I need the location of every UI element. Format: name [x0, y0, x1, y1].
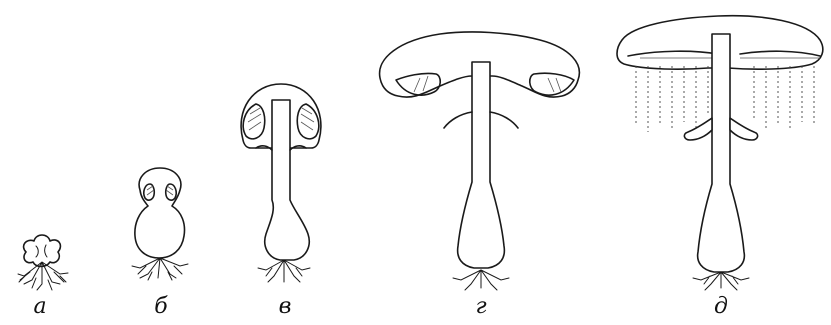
stage-d-mycelium	[693, 272, 749, 290]
stage-g-open-cap	[380, 32, 580, 290]
stage-d-mature	[617, 16, 823, 290]
stage-g-mycelium	[453, 270, 509, 290]
stage-label-v: в	[270, 296, 300, 318]
stage-a-primordium	[18, 235, 68, 290]
stage-v-mycelium	[258, 260, 310, 282]
stage-label-b: б	[146, 296, 176, 318]
stage-label-a: а	[25, 296, 55, 318]
stage-b-button	[132, 168, 188, 280]
stage-label-d: д	[706, 296, 736, 318]
stage-b-mycelium	[132, 258, 188, 280]
stage-v-closed-cap	[241, 84, 321, 282]
stage-label-g: г	[466, 296, 496, 318]
